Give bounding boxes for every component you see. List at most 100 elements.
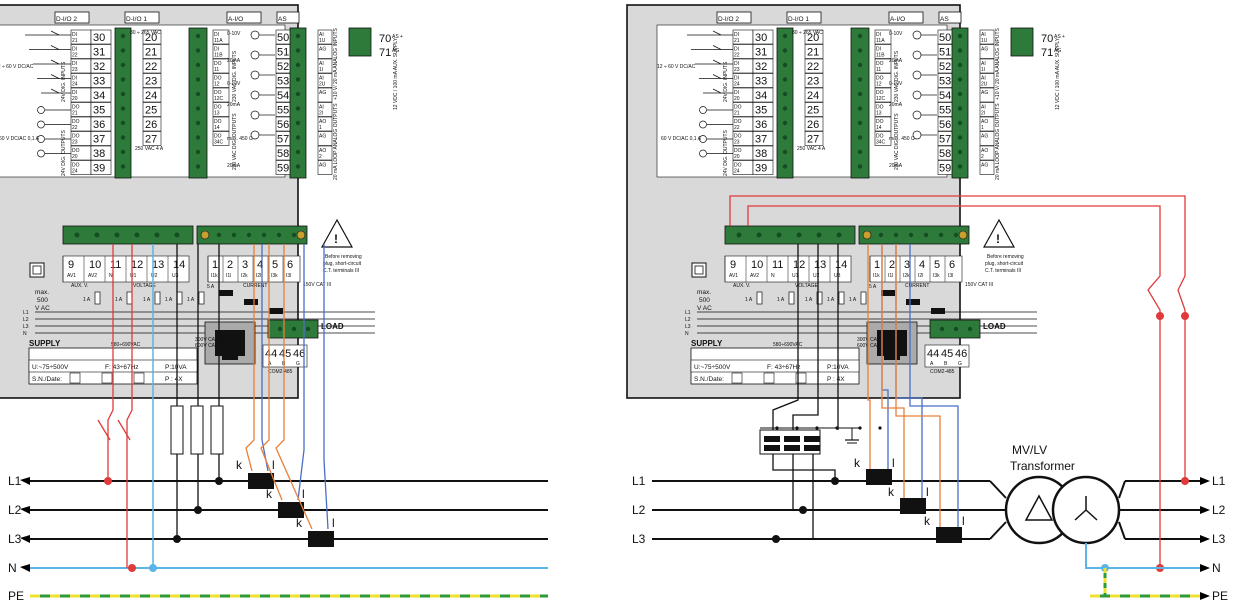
com-terminal-row [924, 344, 970, 368]
num-cell [752, 29, 774, 45]
phase-small-label: L3 [23, 324, 29, 330]
screw [134, 232, 140, 238]
bus-label-l2-left: L2 [8, 503, 22, 517]
connector-block [776, 27, 794, 179]
terminal-number-25: 25 [145, 105, 157, 117]
screw [957, 149, 963, 155]
code-label: AI [319, 32, 324, 38]
io-header-as: AS [940, 16, 949, 23]
note: 20mA [227, 58, 241, 64]
fuse-symbol [154, 291, 161, 305]
terminal-number-53: 53 [939, 76, 951, 88]
screw [216, 232, 222, 238]
fuse-symbol [198, 291, 205, 305]
screw [295, 77, 301, 82]
screw [836, 232, 842, 238]
io-header-d-i-o-2: D-I/O 2 [56, 16, 77, 23]
screw [195, 149, 201, 155]
cat-note: 150V CAT III [303, 282, 331, 288]
code-label: DI [72, 90, 77, 96]
code-label: AG [981, 90, 988, 96]
terminal-number-56: 56 [939, 119, 951, 131]
bus-label-pe-left: PE [8, 589, 24, 603]
com-label: COM2-485 [268, 369, 293, 375]
note: 250 VAC 4 A [135, 146, 164, 152]
code-label: DO [214, 90, 222, 96]
terminal-number-32: 32 [755, 61, 767, 73]
sn-box [101, 372, 113, 384]
num-cell [90, 87, 112, 103]
note: 0-10V [227, 31, 241, 37]
bus-label-l3-right-in: L3 [632, 532, 646, 546]
screw [857, 164, 863, 169]
fuse-symbol [176, 291, 183, 305]
current-sub-label: I1l [226, 273, 231, 279]
code-label: 2 [319, 154, 322, 160]
voltage-sub-label: U1 [792, 273, 799, 279]
code-label: AG [319, 47, 326, 53]
code-label: AG [981, 163, 988, 169]
code-label: 21 [734, 111, 740, 117]
code-label: AG [319, 90, 326, 96]
note: 20mA [889, 58, 903, 64]
num-cell [752, 44, 774, 59]
code-label: AG [981, 47, 988, 53]
code-label: AG [392, 48, 399, 54]
small-junction [815, 426, 819, 430]
group-title: 230 VAC DIG. INPUTS [894, 50, 900, 102]
note: 20mA [889, 163, 903, 169]
num-cell [752, 116, 774, 132]
num-cell [90, 145, 112, 161]
small-junction [795, 426, 799, 430]
rating-voltage: U:~75÷500V [694, 364, 731, 371]
current-terminal-2: 2 [227, 259, 233, 271]
current-sub-label: I1l [888, 273, 893, 279]
voltage-sub-label: U2 [151, 273, 158, 279]
screw [295, 33, 301, 39]
terminal-number-39: 39 [93, 163, 105, 175]
switch-symbol [712, 74, 722, 79]
ct-wire-k [275, 244, 313, 530]
connector-block [951, 27, 969, 179]
terminal-number-27: 27 [807, 134, 819, 146]
aux-label: AUX. V. [733, 283, 750, 289]
screw [154, 232, 160, 238]
phase-small-label: N [23, 331, 27, 337]
max-label: V AC [697, 305, 712, 312]
screw [295, 120, 301, 126]
transformer-lead-out [1118, 521, 1126, 540]
screw [957, 48, 963, 53]
terminal-number-59: 59 [939, 163, 951, 175]
code-label: DO [214, 76, 222, 82]
voltage-terminal-14: 14 [173, 259, 185, 271]
code-label: 2U [981, 82, 988, 88]
num-cell [90, 102, 112, 117]
bus-arrow [1200, 535, 1210, 543]
code-label: 1U [319, 38, 326, 44]
bus-arrow [1200, 506, 1210, 514]
terminal-number-51: 51 [277, 47, 289, 59]
aux-wire-2 [747, 205, 1161, 568]
com-terminal-45: 45 [941, 348, 953, 360]
code-label: DI [72, 47, 77, 53]
code-cell [874, 87, 892, 103]
ct-k-label: k [924, 514, 931, 528]
num-cell [90, 29, 112, 45]
voltage-sub-label: N [109, 273, 113, 279]
code-label: 11 [876, 67, 881, 73]
terminal-number-34: 34 [755, 90, 767, 102]
voltage-sub-label: N [771, 273, 775, 279]
small-junction [835, 426, 839, 430]
code-label: AI [319, 105, 324, 111]
code-label: AO [319, 148, 326, 154]
rj45-tab [884, 354, 900, 360]
current-transformer [248, 473, 274, 489]
aux-label: AUX. V. [71, 283, 88, 289]
code-cell [212, 116, 230, 132]
switch-symbol [712, 59, 722, 65]
screw [94, 232, 100, 238]
code-label: DO [214, 61, 222, 67]
voltage-terminal-9: 9 [68, 259, 74, 271]
voltage-terminal-13: 13 [814, 259, 826, 271]
